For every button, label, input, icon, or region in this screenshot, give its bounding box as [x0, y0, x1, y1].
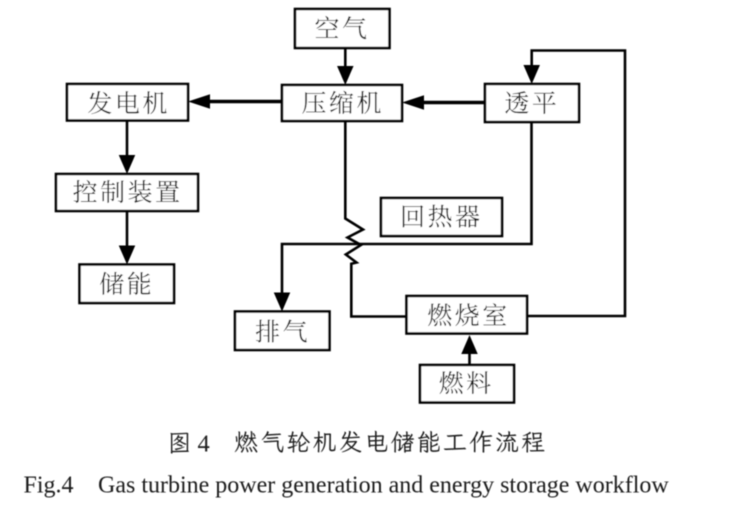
svg-text:Gas turbine power generation a: Gas turbine power generation and energy … [98, 473, 669, 499]
svg-text:Fig.4: Fig.4 [24, 473, 74, 499]
svg-text:4: 4 [198, 431, 210, 458]
